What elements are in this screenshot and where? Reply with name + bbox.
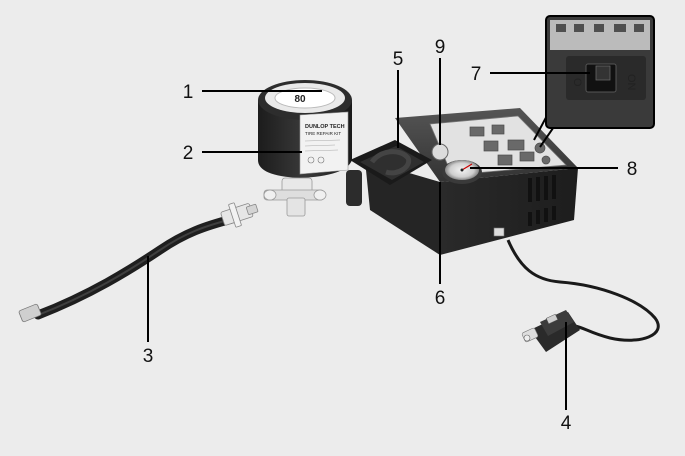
vent-slots (528, 175, 556, 226)
switch-off-label: O (571, 78, 583, 87)
tray-lip (346, 170, 362, 206)
callout-1: 1 (183, 82, 194, 103)
leader-lines (147, 58, 618, 410)
callout-2: 2 (183, 143, 194, 164)
power-cable (506, 239, 660, 342)
callout-8: 8 (627, 159, 638, 180)
pressure-gauge (442, 160, 482, 184)
callout-4: 4 (561, 413, 572, 434)
bottle-valve-fitting (263, 177, 327, 217)
hose-connector (220, 202, 259, 228)
bottle-label-line1: DUNLOP TECH (305, 124, 345, 130)
side-switch (493, 227, 505, 237)
hose-outlet (431, 143, 449, 161)
callout-7: 7 (471, 64, 482, 85)
switch-on-label: ON (625, 74, 637, 91)
compressor-unit (346, 108, 578, 255)
bottle-label-line2: TIRE REPAIR KIT (305, 131, 341, 136)
hose-nozzle (18, 303, 42, 323)
callout-3: 3 (143, 346, 154, 367)
bottle-cap-text: 80 (294, 94, 306, 105)
switch-inset: O ON (533, 15, 655, 148)
callout-6: 6 (435, 288, 446, 309)
callout-9: 9 (435, 37, 446, 58)
bottle-label (299, 111, 349, 175)
callout-5: 5 (393, 49, 404, 70)
sealant-bottle: 80 DUNLOP TECH TIRE REPAIR KIT (258, 80, 352, 217)
air-hose (18, 202, 259, 323)
cigarette-lighter-plug (521, 310, 580, 352)
callout-numbers: 1 2 3 4 5 6 7 8 9 (143, 37, 638, 434)
